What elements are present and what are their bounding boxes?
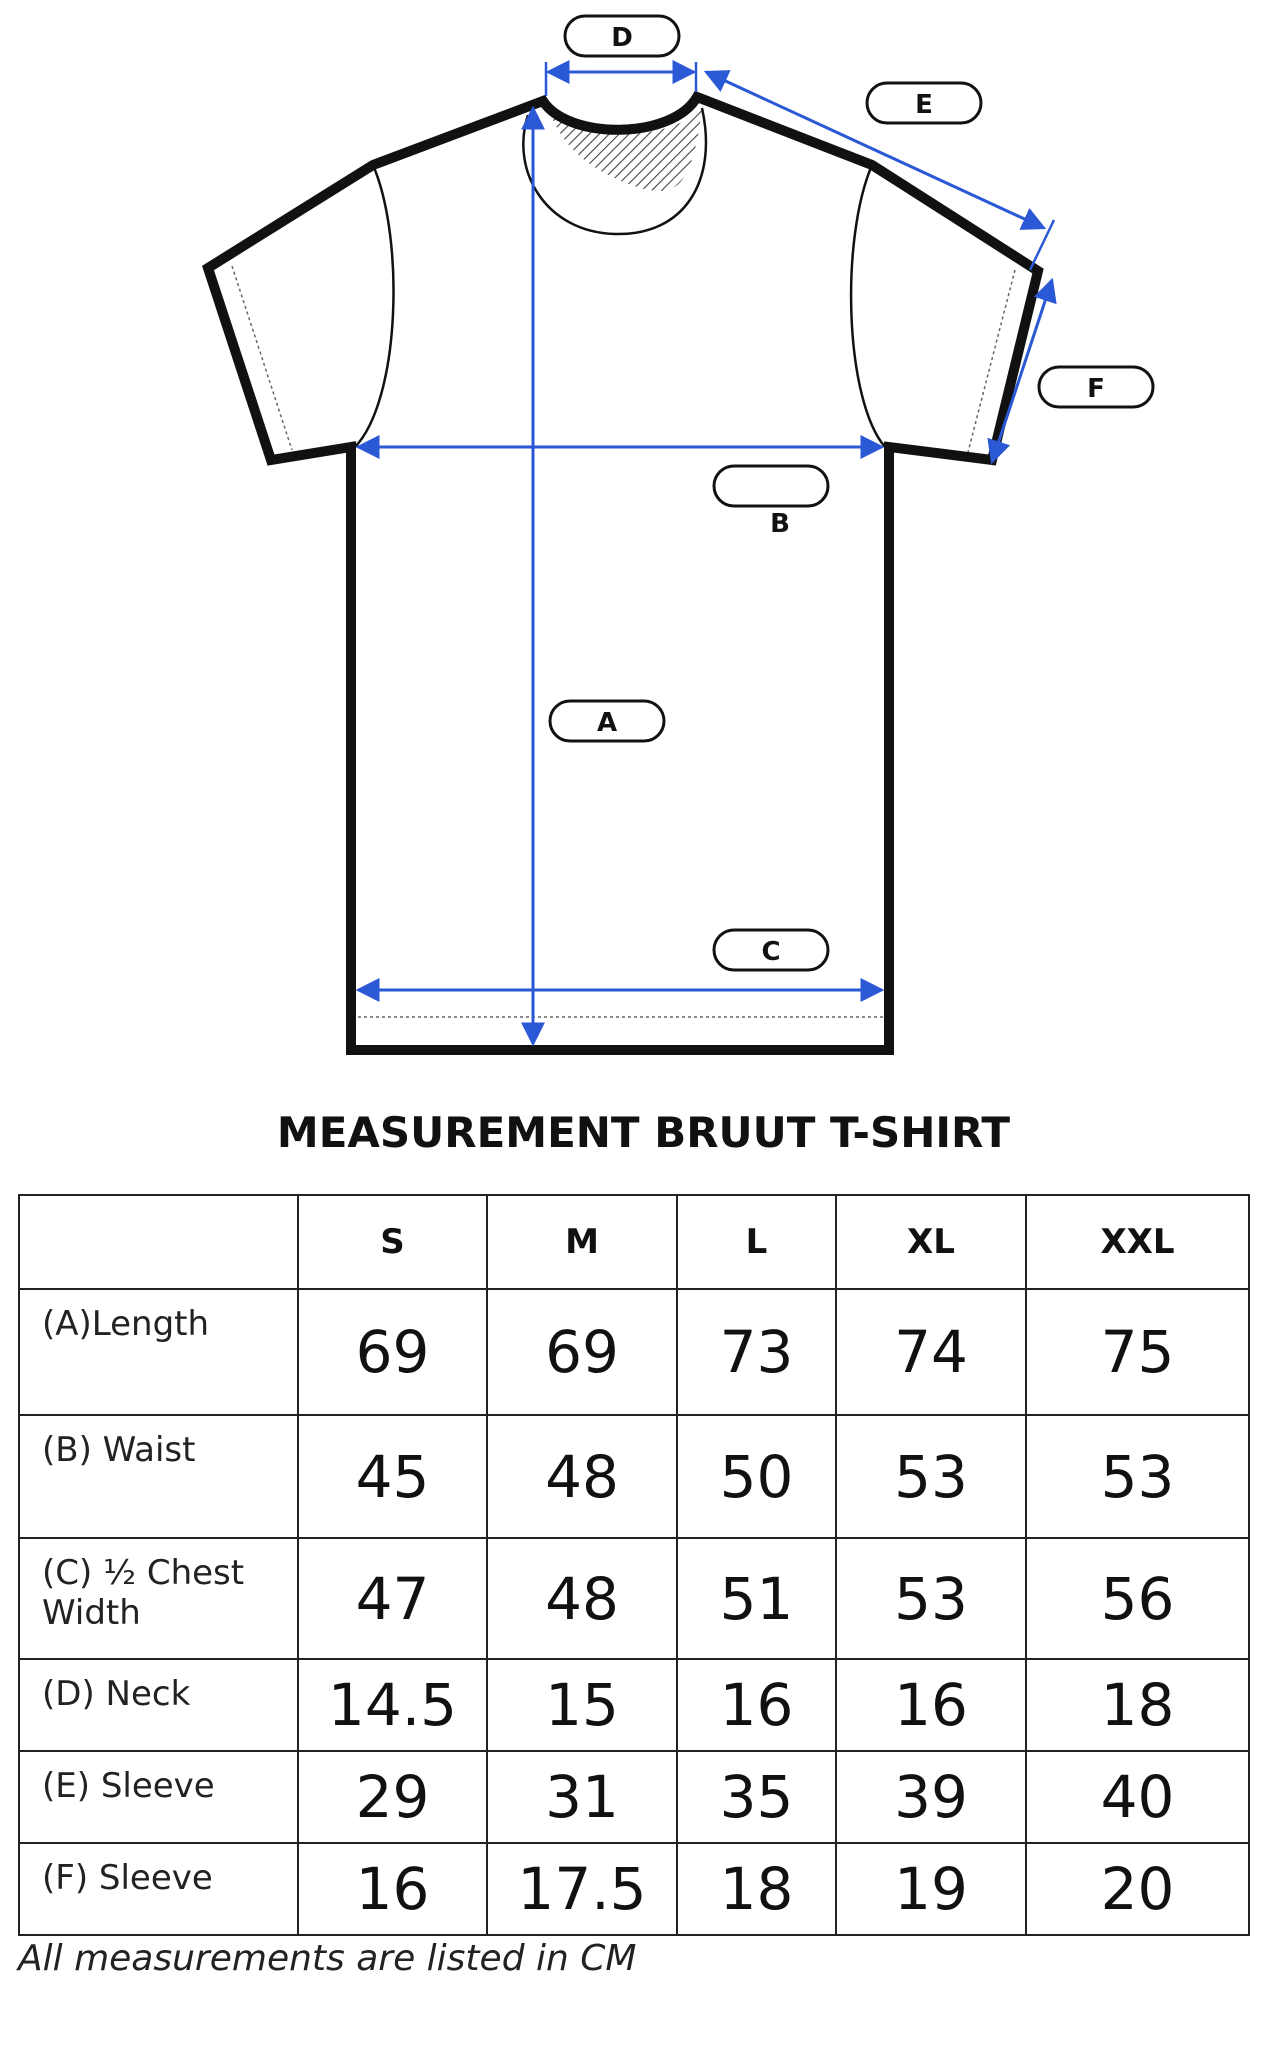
- table-cell: 56: [1025, 1537, 1250, 1660]
- table-cell: 45: [297, 1414, 488, 1539]
- callout-d-label: D: [611, 23, 633, 53]
- tshirt-diagram: D E F B A C: [202, 14, 1155, 1055]
- table-cell: 50: [676, 1414, 837, 1539]
- table-header-row: S M L XL XXL: [18, 1194, 1250, 1290]
- table-row: (E) Sleeve 29 31 35 39 40: [18, 1750, 1250, 1844]
- table-cell: 35: [676, 1750, 837, 1844]
- table-cell: 69: [297, 1288, 488, 1416]
- column-header-m: M: [486, 1194, 678, 1290]
- callout-a-label: A: [597, 708, 617, 738]
- table-cell: 16: [676, 1658, 837, 1752]
- table-cell: 53: [1025, 1414, 1250, 1539]
- callout-a: A: [548, 699, 666, 743]
- table-cell: 53: [835, 1414, 1027, 1539]
- measure-line-e: [703, 70, 1047, 230]
- table-cell: 15: [486, 1658, 678, 1752]
- table-cell: 18: [1025, 1658, 1250, 1752]
- row-label: (E) Sleeve: [18, 1750, 299, 1844]
- table-cell: 73: [676, 1288, 837, 1416]
- row-label: (C) ½ Chest Width: [18, 1537, 299, 1660]
- table-row: (B) Waist 45 48 50 53 53: [18, 1414, 1250, 1539]
- right-sleeve-hem: [967, 269, 1016, 453]
- callout-e: E: [865, 81, 983, 125]
- table-cell: 17.5: [486, 1842, 678, 1936]
- right-armhole-seam: [849, 164, 886, 448]
- table-cell: 31: [486, 1750, 678, 1844]
- table-cell: 39: [835, 1750, 1027, 1844]
- table-cell: 16: [835, 1658, 1027, 1752]
- callout-c: C: [712, 928, 830, 972]
- left-armhole-seam: [354, 164, 395, 448]
- column-header-xl: XL: [835, 1194, 1027, 1290]
- table-cell: 48: [486, 1414, 678, 1539]
- table-cell: 40: [1025, 1750, 1250, 1844]
- column-header-xxl: XXL: [1025, 1194, 1250, 1290]
- table-cell: 29: [297, 1750, 488, 1844]
- table-cell: 51: [676, 1537, 837, 1660]
- column-header-l: L: [676, 1194, 837, 1290]
- table-cell: 69: [486, 1288, 678, 1416]
- table-cell: 53: [835, 1537, 1027, 1660]
- table-cell: 18: [676, 1842, 837, 1936]
- left-sleeve-hem: [231, 265, 293, 451]
- table-cell: 14.5: [297, 1658, 488, 1752]
- row-label: (A)Length: [18, 1288, 299, 1416]
- row-label: (B) Waist: [18, 1414, 299, 1539]
- footnote: All measurements are listed in CM: [18, 1938, 637, 1979]
- table-row: (D) Neck 14.5 15 16 16 18: [18, 1658, 1250, 1752]
- table-cell: 75: [1025, 1288, 1250, 1416]
- table-cell: 19: [835, 1842, 1027, 1936]
- measure-line-e-tick: [1028, 219, 1056, 271]
- measure-lines: [355, 60, 1057, 1047]
- callout-f: F: [1037, 365, 1155, 409]
- column-header-s: S: [297, 1194, 488, 1290]
- callout-c-label: C: [761, 937, 780, 967]
- callout-b-label: B: [770, 509, 790, 539]
- table-cell: 16: [297, 1842, 488, 1936]
- callout-e-label: E: [915, 90, 933, 120]
- callout-f-label: F: [1087, 374, 1105, 404]
- row-label: (F) Sleeve: [18, 1842, 299, 1936]
- callout-b: B: [712, 464, 830, 539]
- table-cell: 20: [1025, 1842, 1250, 1936]
- page-title: MEASUREMENT BRUUT T-SHIRT: [276, 1108, 1011, 1157]
- table-row: (A)Length 69 69 73 74 75: [18, 1288, 1250, 1416]
- callout-d: D: [563, 14, 681, 58]
- row-label: (D) Neck: [18, 1658, 299, 1752]
- table-cell: 47: [297, 1537, 488, 1660]
- measure-line-f: [987, 277, 1057, 465]
- table-cell: 48: [486, 1537, 678, 1660]
- table-row: (F) Sleeve 16 17.5 18 19 20: [18, 1842, 1250, 1936]
- table-cell: 74: [835, 1288, 1027, 1416]
- size-table: S M L XL XXL (A)Length 69 69 73 74 75 (B…: [18, 1194, 1250, 1936]
- table-row: (C) ½ Chest Width 47 48 51 53 56: [18, 1537, 1250, 1660]
- tshirt-outline: [202, 90, 1044, 1055]
- column-header: [18, 1194, 299, 1290]
